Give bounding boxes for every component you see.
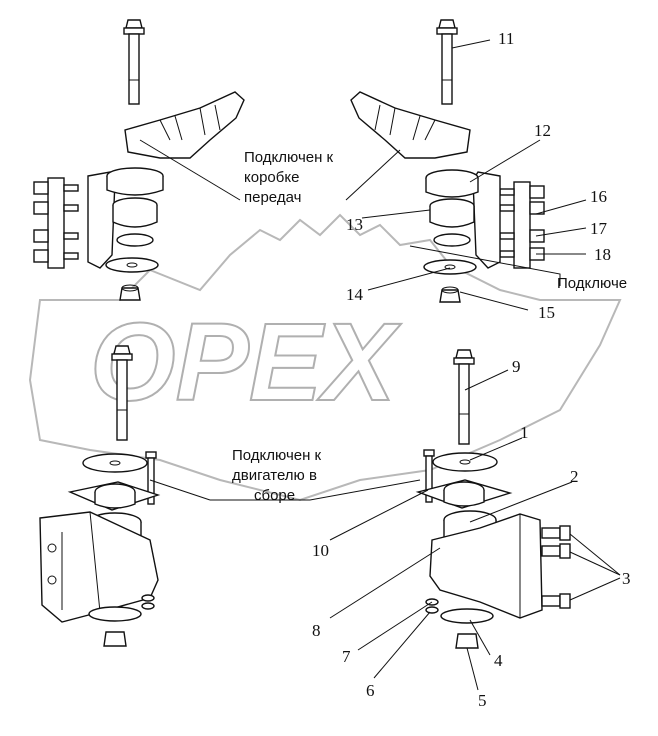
callout-17: 17 xyxy=(590,219,608,238)
callout-8: 8 xyxy=(312,621,321,640)
note-gearbox-line1: Подключен к xyxy=(244,149,334,166)
callout-1: 1 xyxy=(520,423,529,442)
watermark-text: OPEX xyxy=(90,301,401,424)
callout-15: 15 xyxy=(538,303,555,322)
callout-9: 9 xyxy=(512,357,521,376)
note-right-clipped: Подключе xyxy=(557,275,627,292)
callout-14: 14 xyxy=(346,285,364,304)
callout-12: 12 xyxy=(534,121,551,140)
note-engine-line3: сборе xyxy=(254,487,295,504)
callout-numbers: 1 2 3 4 5 6 7 8 9 10 11 12 13 14 15 16 1… xyxy=(312,29,631,710)
callout-13: 13 xyxy=(346,215,363,234)
callout-11: 11 xyxy=(498,29,514,48)
callout-6: 6 xyxy=(366,681,375,700)
note-engine-line1: Подключен к xyxy=(232,447,322,464)
callout-18: 18 xyxy=(594,245,611,264)
upper-left-assembly xyxy=(33,19,245,301)
note-gearbox-line3: передач xyxy=(244,189,301,206)
lower-right-assembly xyxy=(415,349,571,649)
callout-16: 16 xyxy=(590,187,607,206)
watermark-logo: OPEX xyxy=(28,213,622,502)
note-connectors xyxy=(139,139,561,501)
callout-7: 7 xyxy=(342,647,351,666)
upper-right-assembly xyxy=(350,19,545,303)
side-bolts-lower-right xyxy=(541,525,571,609)
callout-4: 4 xyxy=(494,651,503,670)
notes: Подключен к коробке передач Подключе Под… xyxy=(232,149,627,504)
callout-10: 10 xyxy=(312,541,329,560)
side-bolts-left xyxy=(33,181,79,263)
note-gearbox-line2: коробке xyxy=(244,169,299,186)
callout-2: 2 xyxy=(570,467,579,486)
callout-3: 3 xyxy=(622,569,631,588)
note-engine-line2: двигателю в xyxy=(232,467,317,484)
callout-5: 5 xyxy=(478,691,487,710)
side-bolts-right xyxy=(499,185,545,261)
callout-leaders xyxy=(329,39,621,691)
